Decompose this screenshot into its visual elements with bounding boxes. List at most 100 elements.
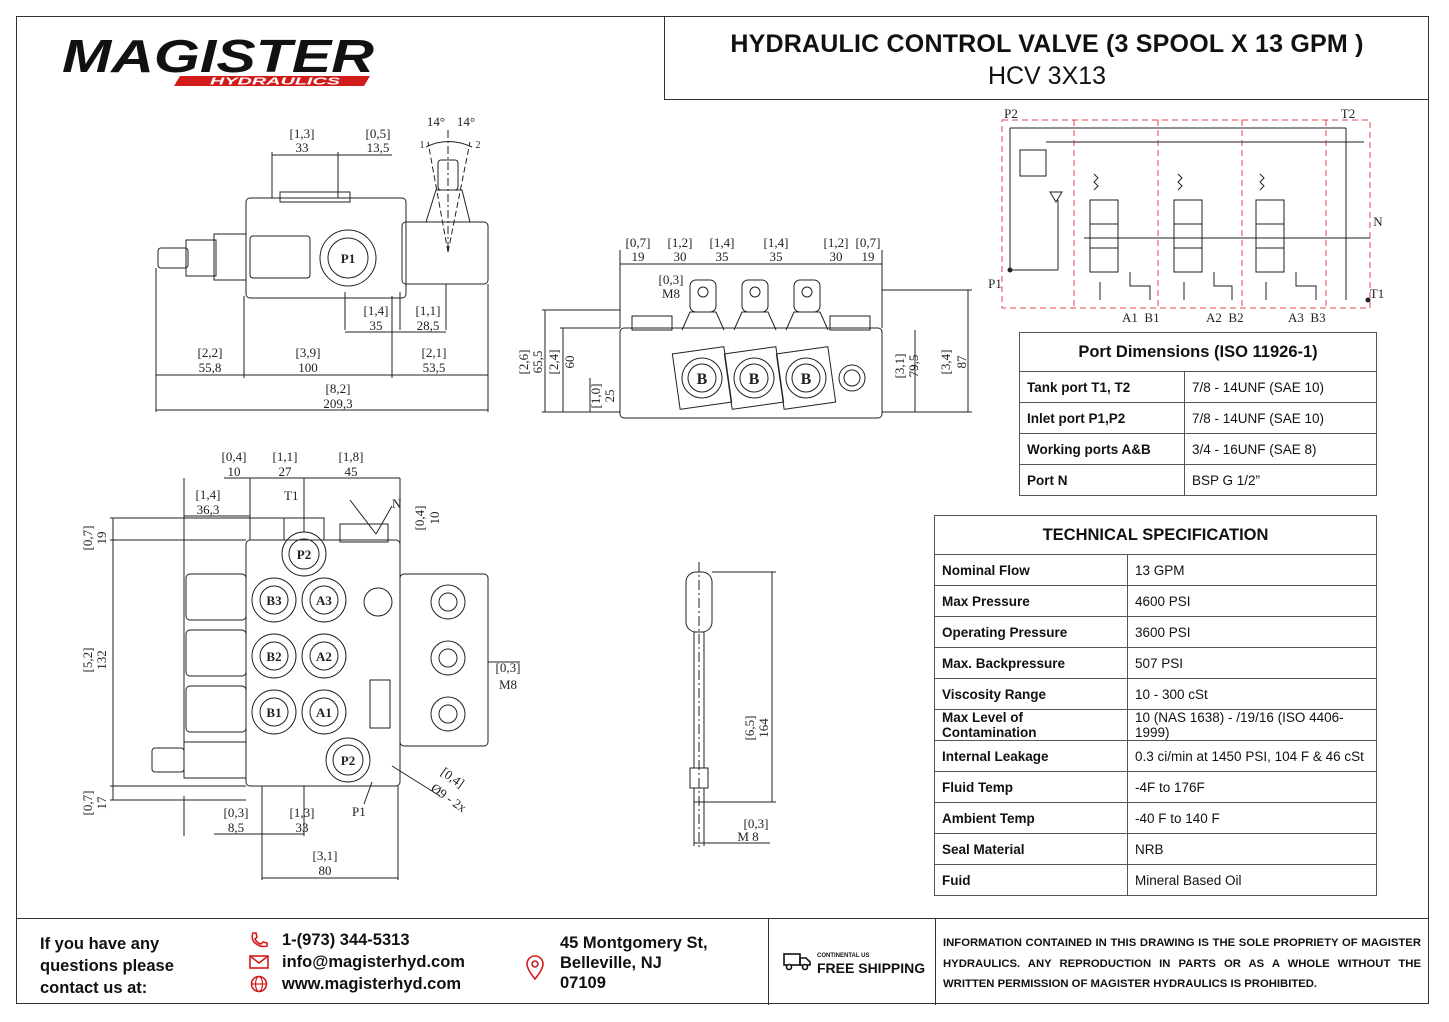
phone-icon — [251, 932, 268, 948]
svg-text:[0,7]: [0,7] — [80, 526, 95, 551]
contact-prompt: If you have any questions please contact… — [40, 935, 174, 997]
angle-left: 14° — [427, 114, 445, 129]
handle-view — [685, 562, 776, 850]
svg-text:19: 19 — [632, 249, 645, 264]
svg-text:164: 164 — [756, 718, 771, 738]
svg-text:B1: B1 — [1144, 310, 1159, 325]
svg-text:25: 25 — [602, 390, 617, 403]
svg-text:Ø9 - 2x: Ø9 - 2x — [428, 780, 470, 815]
svg-text:[0,3]: [0,3] — [659, 272, 684, 287]
port-t1-label: T1 — [284, 488, 298, 503]
svg-text:[5,2]: [5,2] — [80, 648, 95, 673]
dim-33-inch: [1,3] — [290, 126, 315, 141]
svg-text:[1,8]: [1,8] — [339, 449, 364, 464]
dim-35-mm: 35 — [370, 318, 383, 333]
website-link[interactable]: www.magisterhyd.com — [282, 975, 462, 993]
globe-icon — [250, 975, 268, 993]
address-line-2: Belleville, NJ — [560, 954, 662, 972]
svg-text:T1: T1 — [1370, 286, 1384, 301]
svg-text:[0,3]: [0,3] — [744, 816, 769, 831]
svg-text:A1: A1 — [1122, 310, 1138, 325]
svg-text:HYDRAULICS: HYDRAULICS — [210, 77, 341, 88]
svg-text:[1,3]: [1,3] — [290, 805, 315, 820]
svg-text:[3,1]: [3,1] — [313, 848, 338, 863]
svg-text:19: 19 — [94, 532, 109, 545]
port-b-label-3: B — [801, 371, 812, 388]
tech-table-title: TECHNICAL SPECIFICATION — [934, 515, 1377, 555]
dim-28-5-inch: [1,1] — [416, 303, 441, 318]
svg-text:[3,4]: [3,4] — [938, 350, 953, 375]
footer: If you have any questions please contact… — [16, 918, 1429, 1005]
drawing-title: HYDRAULIC CONTROL VALVE (3 SPOOL X 13 GP… — [730, 30, 1364, 58]
svg-text:[0,7]: [0,7] — [856, 235, 881, 250]
svg-text:36,3: 36,3 — [197, 502, 220, 517]
svg-text:[0,4]: [0,4] — [222, 449, 247, 464]
location-pin-icon — [526, 955, 544, 981]
svg-text:A2: A2 — [1206, 310, 1222, 325]
svg-text:P2: P2 — [1004, 106, 1018, 121]
svg-text:[1,1]: [1,1] — [273, 449, 298, 464]
table-row: Ambient Temp-40 F to 140 F — [934, 802, 1377, 834]
dim-55-8-mm: 55,8 — [199, 360, 222, 375]
port-table-title: Port Dimensions (ISO 11926-1) — [1019, 332, 1377, 372]
svg-text:[0,7]: [0,7] — [80, 791, 95, 816]
dim-53-5-mm: 53,5 — [423, 360, 446, 375]
phone-link[interactable]: 1-(973) 344-5313 — [282, 931, 410, 949]
svg-text:[2,4]: [2,4] — [546, 350, 561, 375]
svg-text:[1,4]: [1,4] — [196, 487, 221, 502]
svg-text:[1,4]: [1,4] — [764, 235, 789, 250]
svg-text:79,5: 79,5 — [906, 355, 921, 378]
svg-text:A3: A3 — [1288, 310, 1304, 325]
svg-text:10: 10 — [228, 464, 241, 479]
top-view — [110, 477, 520, 880]
svg-text:[0,3]: [0,3] — [496, 660, 521, 675]
svg-text:30: 30 — [674, 249, 687, 264]
svg-text:30: 30 — [830, 249, 843, 264]
svg-text:N: N — [1373, 214, 1383, 229]
svg-text:T2: T2 — [1341, 106, 1355, 121]
address-line-1: 45 Montgomery St, — [560, 934, 708, 952]
svg-text:60: 60 — [562, 356, 577, 369]
svg-text:MAGISTER: MAGISTER — [62, 36, 374, 82]
svg-text:65,5: 65,5 — [530, 351, 545, 374]
svg-text:45: 45 — [345, 464, 358, 479]
svg-text:A1: A1 — [316, 705, 332, 720]
dim-53-5-inch: [2,1] — [422, 345, 447, 360]
title-block: HYDRAULIC CONTROL VALVE (3 SPOOL X 13 GP… — [664, 16, 1429, 100]
front-view-dimensions: [0,7] 19 [1,2] 30 [1,4] 35 [1,4] 35 [1,2… — [516, 235, 969, 408]
dim-28-5-mm: 28,5 — [417, 318, 440, 333]
model-number: HCV 3X13 — [987, 62, 1107, 90]
shipping-badge: CONTINENTAL US FREE SHIPPING — [768, 919, 936, 1005]
contact-list: 1-(973) 344-5313 info@magisterhyd.com ww… — [248, 929, 465, 995]
svg-text:B1: B1 — [266, 705, 281, 720]
dim-13-5-mm: 13,5 — [367, 140, 390, 155]
svg-text:19: 19 — [862, 249, 875, 264]
angle-right: 14° — [457, 114, 475, 129]
dim-35-inch: [1,4] — [364, 303, 389, 318]
svg-text:27: 27 — [279, 464, 293, 479]
svg-text:A3: A3 — [316, 593, 332, 608]
svg-text:[1,4]: [1,4] — [710, 235, 735, 250]
port-b-label-1: B — [697, 371, 708, 388]
svg-text:[3,1]: [3,1] — [892, 354, 907, 379]
table-row: Fluid Temp-4F to 176F — [934, 771, 1377, 803]
dim-55-8-inch: [2,2] — [198, 345, 223, 360]
hydraulic-schematic — [1001, 119, 1371, 309]
email-link[interactable]: info@magisterhyd.com — [282, 953, 465, 971]
dim-33-mm: 33 — [296, 140, 309, 155]
dim-100-inch: [3,9] — [296, 345, 321, 360]
drawing-frame — [16, 16, 1429, 1004]
svg-text:P2: P2 — [297, 547, 311, 562]
